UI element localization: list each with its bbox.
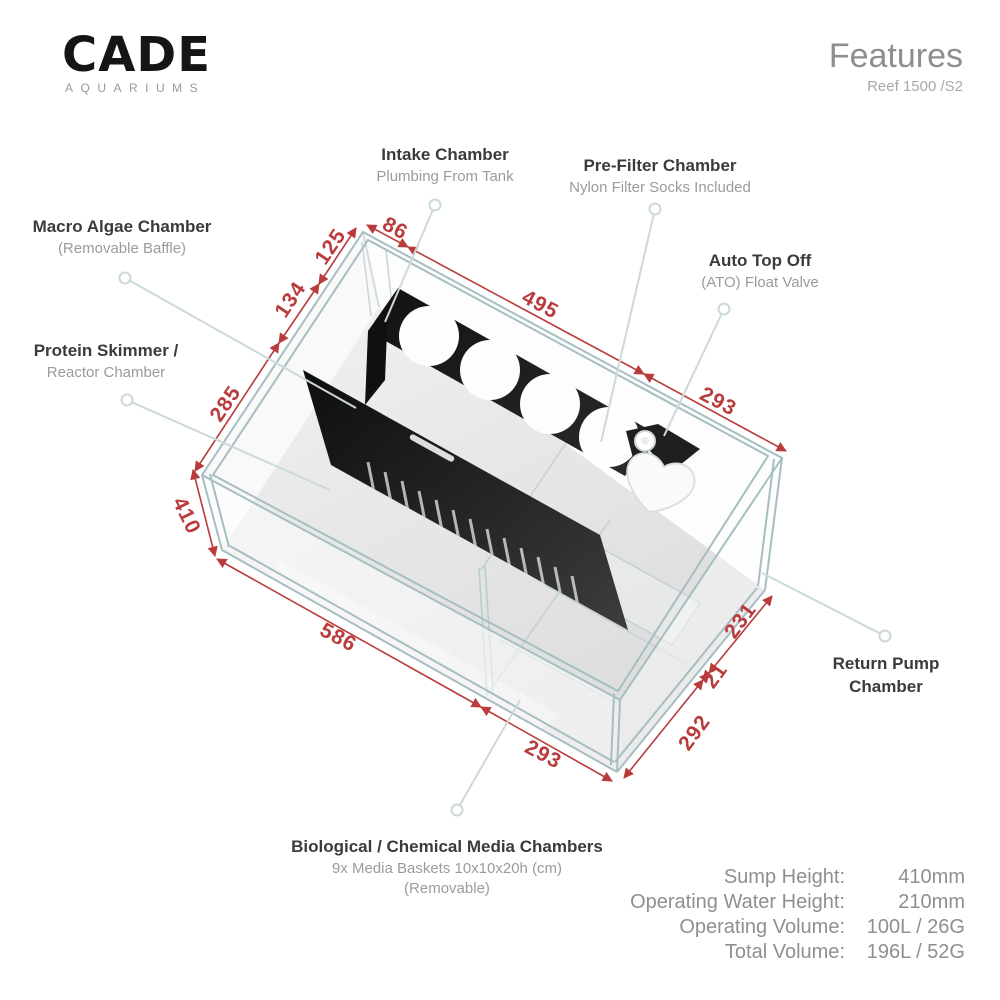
- label-return-pump-chamber: Return Pump Chamber: [833, 653, 940, 699]
- return-leader: [761, 572, 886, 637]
- label-sub: Reactor Chamber: [46, 363, 166, 381]
- leader-lines: [118, 198, 892, 817]
- page-title: Features: [828, 37, 963, 75]
- prefilter-leader: [600, 208, 656, 443]
- label-title: Pre-Filter Chamber: [583, 156, 737, 175]
- sock-plate-flange: [365, 306, 388, 405]
- spec-row: Operating Water Height: 210mm: [630, 890, 965, 915]
- intake-leader: [384, 204, 436, 323]
- label-title: Biological / Chemical Media Chambers: [291, 837, 603, 856]
- spec-value: 100L / 26G: [866, 916, 965, 938]
- label-title: Macro Algae Chamber: [32, 217, 212, 236]
- spec-value: 196L / 52G: [866, 941, 965, 963]
- label-media-chambers: Biological / Chemical Media Chambers 9x …: [291, 836, 603, 899]
- spec-row: Total Volume: 196L / 52G: [630, 940, 965, 965]
- spec-value: 410mm: [898, 866, 965, 888]
- brand-sub: AQUARIUMS: [65, 81, 206, 96]
- sock-hole: [460, 340, 520, 400]
- spec-label: Operating Volume:: [679, 916, 845, 938]
- spec-label: Total Volume:: [724, 941, 845, 963]
- label-title: Return Pump: [832, 654, 940, 673]
- sock-hole: [520, 374, 580, 434]
- spec-value: 210mm: [898, 891, 965, 913]
- comb-teeth: [366, 461, 580, 607]
- brand-name: CADE: [62, 27, 212, 83]
- ato-leader: [663, 308, 725, 437]
- label-sub: 9x Media Baskets 10x10x20h (cm): [331, 859, 563, 877]
- page-header: Features Reef 1500 /S2: [828, 37, 963, 96]
- skimmer-leader: [126, 399, 331, 491]
- label-title: Protein Skimmer /: [33, 341, 179, 360]
- label-protein-skimmer-chamber: Protein Skimmer / Reactor Chamber: [34, 340, 179, 383]
- spec-label: Sump Height:: [723, 866, 845, 888]
- brand-logo: CADE AQUARIUMS: [62, 27, 212, 96]
- label-sub: (Removable Baffle): [57, 239, 187, 257]
- spec-row: Operating Volume: 100L / 26G: [630, 915, 965, 940]
- ato-float: [626, 452, 696, 514]
- label-auto-top-off: Auto Top Off (ATO) Float Valve: [701, 250, 819, 293]
- spec-label: Operating Water Height:: [630, 891, 845, 913]
- label-macro-algae-chamber: Macro Algae Chamber (Removable Baffle): [33, 216, 212, 259]
- dimension-lines: [190, 224, 787, 782]
- baffle-handle-slot: [409, 434, 455, 462]
- label-sub: (Removable): [404, 880, 490, 898]
- label-sub: Plumbing From Tank: [376, 167, 514, 185]
- macro-leader: [124, 277, 357, 409]
- sock-hole: [579, 407, 639, 467]
- label-title: Auto Top Off: [708, 251, 812, 270]
- label-sub: (ATO) Float Valve: [701, 273, 819, 291]
- label-title: Chamber: [849, 676, 923, 696]
- media-baffle-wall: [303, 370, 628, 630]
- label-prefilter-chamber: Pre-Filter Chamber Nylon Filter Socks In…: [569, 155, 751, 198]
- media-leader: [456, 699, 521, 811]
- label-title: Intake Chamber: [381, 145, 509, 164]
- label-intake-chamber: Intake Chamber Plumbing From Tank: [376, 144, 513, 187]
- page-subtitle: Reef 1500 /S2: [867, 78, 963, 96]
- sock-hole: [399, 306, 459, 366]
- spec-row: Sump Height: 410mm: [630, 865, 965, 890]
- label-sub: Nylon Filter Socks Included: [569, 178, 751, 196]
- spec-list: Sump Height: 410mm Operating Water Heigh…: [630, 865, 965, 965]
